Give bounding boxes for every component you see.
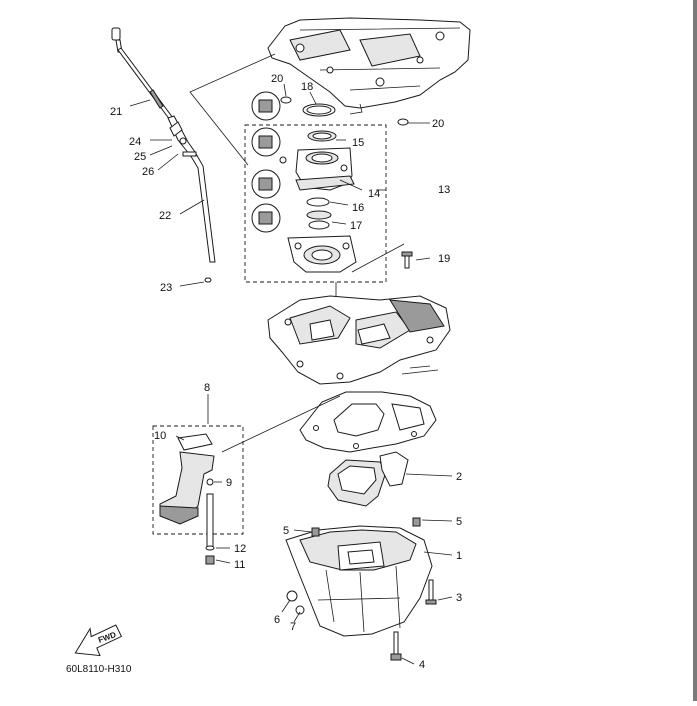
callout-17: 17 — [350, 220, 362, 232]
dipstick-assembly — [111, 27, 216, 283]
engine-block — [189, 17, 471, 166]
callout-12: 12 — [234, 543, 246, 555]
callout-7: 7 — [290, 621, 296, 633]
callout-19: 19 — [438, 253, 450, 265]
callout-6: 6 — [274, 614, 280, 626]
callout-25: 25 — [134, 151, 146, 163]
baffle-plate — [327, 451, 409, 507]
callout-26: 26 — [142, 166, 154, 178]
callout-1: 1 — [456, 550, 462, 562]
callout-23: 23 — [160, 282, 172, 294]
exhaust-guide — [267, 295, 451, 385]
page-edge — [693, 0, 697, 701]
oil-strainer-group — [152, 395, 341, 565]
callout-2: 2 — [456, 471, 462, 483]
callout-20-left: 20 — [271, 73, 283, 85]
callout-24: 24 — [129, 136, 141, 148]
callout-11: 11 — [234, 559, 245, 571]
callout-16: 16 — [352, 202, 364, 214]
callout-13: 13 — [438, 184, 450, 196]
callout-9: 9 — [226, 477, 232, 489]
leader-lines — [129, 83, 453, 665]
callout-5-left: 5 — [283, 525, 289, 537]
drawing-code: 60L8110-H310 — [66, 664, 132, 675]
callout-10: 10 — [154, 430, 166, 442]
callout-8: 8 — [204, 382, 210, 394]
gasket — [299, 391, 437, 453]
callout-4: 4 — [419, 659, 425, 671]
oil-seal-housing-group — [244, 91, 409, 300]
callout-5-right: 5 — [456, 516, 462, 528]
callout-20-right: 20 — [432, 118, 444, 130]
oil-pan — [285, 517, 437, 661]
callout-labels: 1 2 3 4 5 5 6 7 8 9 10 11 12 13 14 15 16… — [110, 73, 462, 671]
callout-22: 22 — [159, 210, 171, 222]
bolt-19 — [401, 251, 413, 269]
callout-15: 15 — [352, 137, 364, 149]
fwd-arrow-icon: FWD — [74, 624, 123, 657]
callout-21: 21 — [110, 106, 122, 118]
callout-18: 18 — [301, 81, 313, 93]
callout-14: 14 — [368, 188, 380, 200]
callout-3: 3 — [456, 592, 462, 604]
